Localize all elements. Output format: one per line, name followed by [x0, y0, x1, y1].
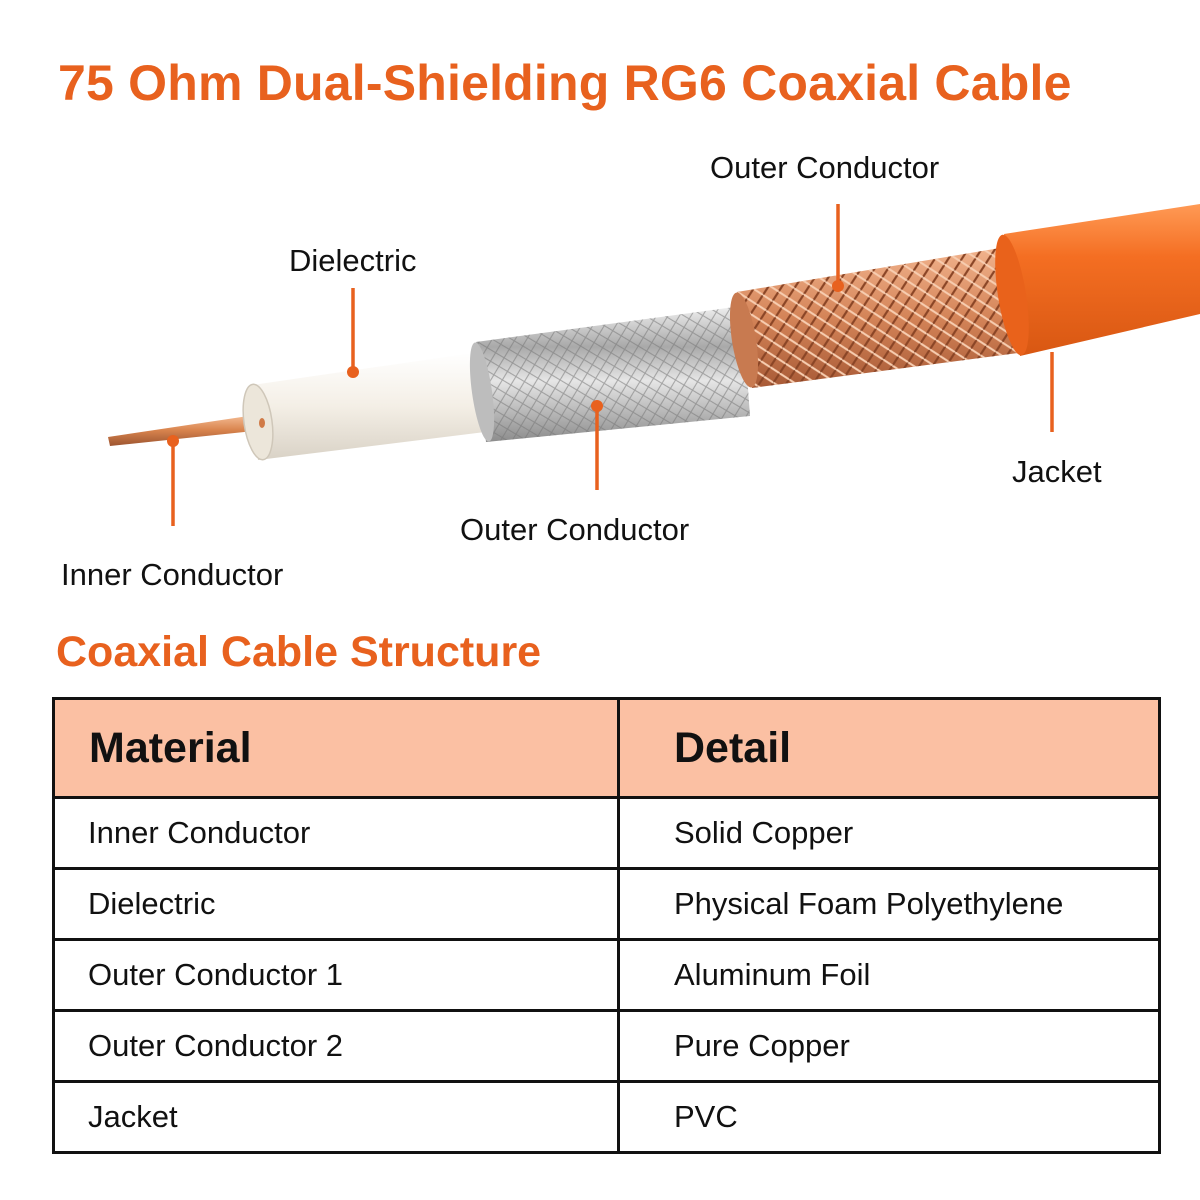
column-header-detail: Detail — [617, 697, 1161, 799]
material-cell: Jacket — [52, 1080, 620, 1154]
table-row: Inner Conductor Solid Copper — [52, 796, 1161, 870]
table-row: Outer Conductor 2 Pure Copper — [52, 1009, 1161, 1083]
copper-braid-layer — [729, 246, 1026, 388]
inner-conductor-wire — [108, 414, 264, 446]
detail-cell: Pure Copper — [617, 1009, 1161, 1083]
material-cell: Outer Conductor 2 — [52, 1009, 620, 1083]
table-header-row: Material Detail — [52, 697, 1161, 799]
column-header-material: Material — [52, 697, 620, 799]
cable-illustration — [108, 204, 1200, 526]
callout-outer-conductor-bottom: Outer Conductor — [460, 512, 690, 547]
leader-lines — [171, 204, 1054, 526]
detail-cell: PVC — [617, 1080, 1161, 1154]
structure-table: Material Detail Inner Conductor Solid Co… — [52, 697, 1161, 1154]
leader-dots — [167, 280, 844, 447]
detail-cell: Aluminum Foil — [617, 938, 1161, 1012]
table-row: Dielectric Physical Foam Polyethylene — [52, 867, 1161, 941]
jacket-layer — [995, 204, 1200, 356]
callout-outer-conductor-top: Outer Conductor — [710, 150, 940, 185]
structure-heading: Coaxial Cable Structure — [56, 628, 542, 676]
table-row: Jacket PVC — [52, 1080, 1161, 1154]
aluminum-foil-layer — [469, 306, 750, 442]
material-cell: Outer Conductor 1 — [52, 938, 620, 1012]
cable-diagram: Outer Conductor Dielectric Jacket Outer … — [0, 130, 1200, 610]
detail-cell: Physical Foam Polyethylene — [617, 867, 1161, 941]
dielectric-layer — [242, 352, 485, 461]
callout-jacket: Jacket — [1012, 454, 1102, 489]
callout-dielectric: Dielectric — [289, 243, 417, 278]
material-cell: Dielectric — [52, 867, 620, 941]
table-row: Outer Conductor 1 Aluminum Foil — [52, 938, 1161, 1012]
detail-cell: Solid Copper — [617, 796, 1161, 870]
material-cell: Inner Conductor — [52, 796, 620, 870]
page-title: 75 Ohm Dual-Shielding RG6 Coaxial Cable — [58, 55, 1072, 111]
callout-inner-conductor: Inner Conductor — [61, 557, 284, 592]
